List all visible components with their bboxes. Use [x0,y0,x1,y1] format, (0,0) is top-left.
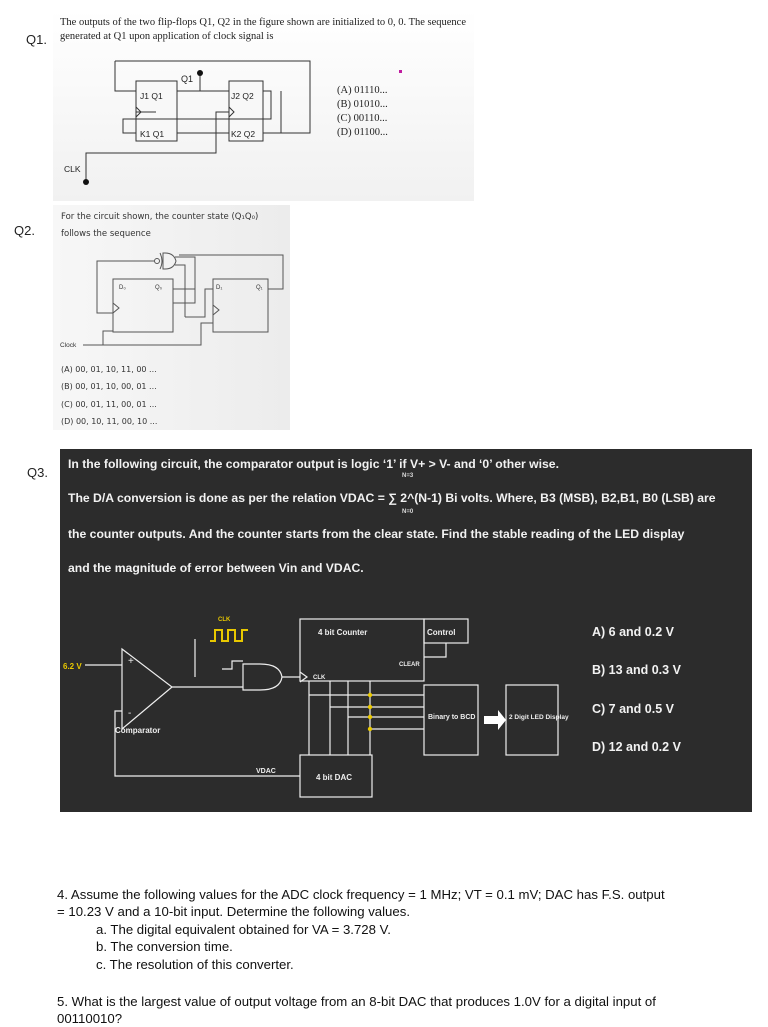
q2-label-q1: Q₁ [256,285,263,291]
q1-label-clk: CLK [64,164,81,174]
q2-figure: For the circuit shown, the counter state… [53,205,290,430]
q1-option-a: (A) 01110... [337,85,388,96]
q1-label-q1-out: Q1 [181,74,193,84]
q2-question-line2: follows the sequence [61,229,151,239]
q2-label-q0: Q₀ [155,285,163,291]
q3-label-clear: CLEAR [399,662,420,668]
q2-label-d0: D₀ [119,285,126,291]
q2-option-c: (C) 00, 01, 11, 00, 01 ... [61,400,157,409]
q3-label-bcd: Binary to BCD [428,714,475,721]
q3-label-counter: 4 bit Counter [318,628,367,637]
q3-label-clk-in: CLK [313,675,326,681]
q4-part-b: b. The conversion time. [96,939,233,954]
q3-text-line3: the counter outputs. And the counter sta… [68,527,685,541]
q1-figure: The outputs of the two flip-flops Q1, Q2… [53,10,474,201]
q3-label-vdac: VDAC [256,768,276,775]
q1-question-line1: The outputs of the two flip-flops Q1, Q2… [60,17,467,28]
q4-line1: 4. Assume the following values for the A… [57,887,665,902]
q3-label-led: 2 Digit LED Display [509,714,569,721]
q2-number: Q2. [14,223,35,238]
q3-text-line1: In the following circuit, the comparator… [68,457,559,471]
q3-circuit-diagram: 6.2 V + - Comparator CLK 4 bit Counter C… [63,617,569,798]
q3-label-comparator: Comparator [115,726,160,735]
q3-label-vin: 6.2 V [63,662,82,671]
q1-option-c: (C) 00110... [337,113,388,124]
q5-line1: 5. What is the largest value of output v… [57,994,656,1009]
q4-line2: = 10.23 V and a 10-bit input. Determine … [57,904,410,919]
q1-circuit-diagram: Q1 J1 Q1 K1 Q1 J2 Q2 K2 Q2 CLK [64,60,402,185]
q1-number: Q1. [26,32,47,47]
q2-option-a: (A) 00, 01, 10, 11, 00 ... [61,365,157,374]
svg-text:+: + [128,656,134,667]
q3-label-control: Control [427,628,455,637]
q3-option-c: C) 7 and 0.5 V [592,702,674,716]
q5-line2: 00110010? [57,1011,123,1026]
q2-label-d1: D₁ [216,285,222,291]
q3-text-line4: and the magnitude of error between Vin a… [68,561,364,575]
q3-sum-top: N=3 [402,473,414,479]
q3-label-dac: 4 bit DAC [316,773,352,782]
q3-figure: In the following circuit, the comparator… [60,449,752,812]
q1-option-d: (D) 01100... [337,127,388,138]
svg-text:-: - [128,708,131,719]
q3-text-line2: The D/A conversion is done as per the re… [68,491,716,505]
q1-question-line2: generated at Q1 upon application of cloc… [60,31,274,42]
q3-option-b: B) 13 and 0.3 V [592,663,681,677]
q3-option-d: D) 12 and 0.2 V [592,740,681,754]
q2-circuit-diagram: D₀ Q₀ D₁ Q₁ Clock [60,252,284,349]
q4-part-a: a. The digital equivalent obtained for V… [96,922,391,937]
q2-question-line1: For the circuit shown, the counter state… [61,212,259,222]
q1-label-j2q2: J2 Q2 [231,91,254,101]
q2-option-b: (B) 00, 01, 10, 00, 01 ... [61,382,157,391]
q1-option-b: (B) 01010... [337,99,388,110]
q3-option-a: A) 6 and 0.2 V [592,625,674,639]
q1-label-j1q1: J1 Q1 [140,91,163,101]
q3-label-clk-top: CLK [218,617,231,623]
q3-number: Q3. [27,465,48,480]
q2-option-d: (D) 00, 10, 11, 00, 10 ... [61,417,158,426]
q2-label-clock: Clock [60,342,77,349]
q3-sum-bottom: N=0 [402,509,414,515]
q1-label-k2q2: K2 Q2 [231,129,255,139]
q4-part-c: c. The resolution of this converter. [96,957,294,972]
q1-label-k1q1: K1 Q1 [140,129,164,139]
